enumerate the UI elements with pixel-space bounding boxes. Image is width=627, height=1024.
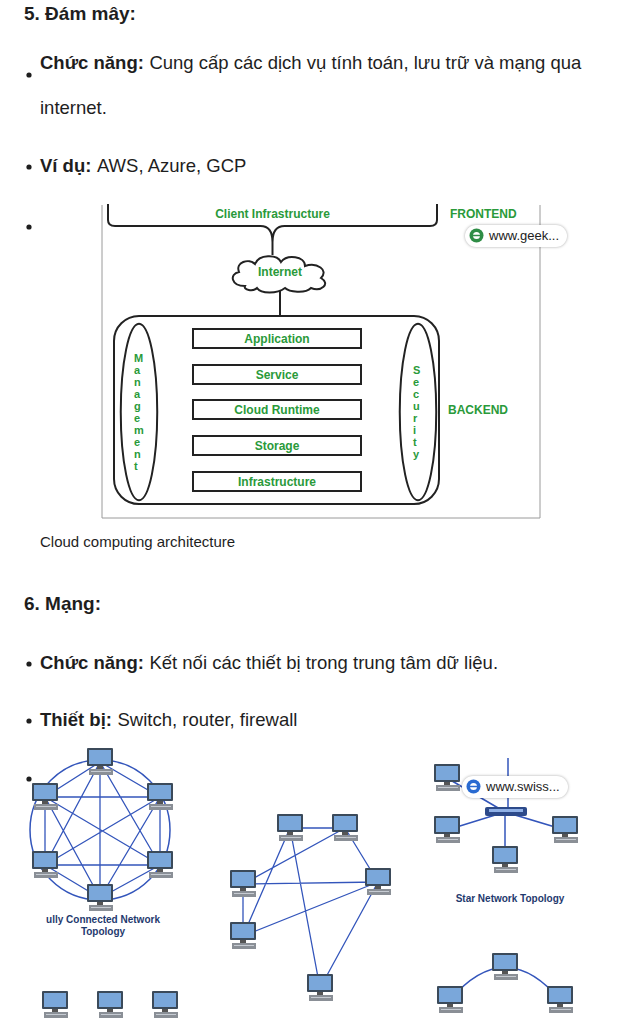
security-ellipse: Security [399,322,437,502]
node-label: Infrastructure [238,475,316,489]
node-label: Cloud Runtime [234,403,319,417]
image-frame [102,205,540,518]
internet-cloud: Internet [225,252,335,292]
layer-box: Storage [192,435,362,456]
layer-box: Application [192,328,362,349]
bold-lead: Chức năng: [40,652,144,673]
client-bracket: Client InfrastructureFRONTEND [107,204,438,242]
text: www.swiss... [486,779,560,794]
text: Switch, router, firewall [117,709,297,730]
node-label: Management [128,352,150,473]
text: AWS, Azure, GCP [97,155,246,176]
node-label: Client Infrastructure [107,207,438,221]
node-label: Internet [258,265,302,279]
bullet-text: Ví dụ: AWS, Azure, GCP [40,143,585,188]
bold-lead: Thiết bị: [40,709,112,730]
text: Kết nối các thiết bị trong trung tâm dữ … [149,652,498,673]
topology-label: Star Network Topology [452,893,568,905]
section-tag: FRONTEND [450,207,517,221]
site-icon [469,228,484,243]
backend-box: BACKENDManagementApplicationServiceCloud… [113,315,440,505]
layer-box: Cloud Runtime [192,399,362,420]
layer-box: Infrastructure [192,471,362,492]
section-heading: 6. Mạng: [24,592,584,616]
section-tag: BACKEND [448,403,508,417]
image-caption: Cloud computing architecture [40,532,600,552]
connector-line [279,289,281,315]
site-icon [466,779,481,794]
text: ully Connected Network Topology [46,914,160,937]
network-illustration [30,748,604,1024]
text: www.geek... [489,228,559,243]
bullet-dots [26,72,31,781]
text: Star Network Topology [456,893,565,904]
text: Cloud computing architecture [40,533,235,550]
node-label: Application [244,332,309,346]
bold-lead: 5. Đám mây: [24,3,136,24]
bullet-text: Chức năng:Kết nối các thiết bị trong tru… [40,640,585,685]
source-badge: www.swiss... [462,776,568,798]
layer-box: Service [192,364,362,385]
bold-lead: Ví dụ: [40,155,91,176]
bullet-text: Thiết bị:Switch, router, firewall [40,697,585,742]
topology-label: ully Connected Network Topology [36,914,170,938]
management-ellipse: Management [120,322,158,502]
section-heading: 5. Đám mây: [24,2,584,26]
node-label: Security [407,364,429,461]
bold-lead: Chức năng: [40,52,144,73]
connector-line [272,242,274,255]
bold-lead: 6. Mạng: [24,593,101,614]
node-label: Storage [255,439,300,453]
source-badge: www.geek... [465,225,567,247]
bullet-text: Chức năng:Cung cấp các dịch vụ tính toán… [40,40,585,130]
node-label: Service [256,368,299,382]
